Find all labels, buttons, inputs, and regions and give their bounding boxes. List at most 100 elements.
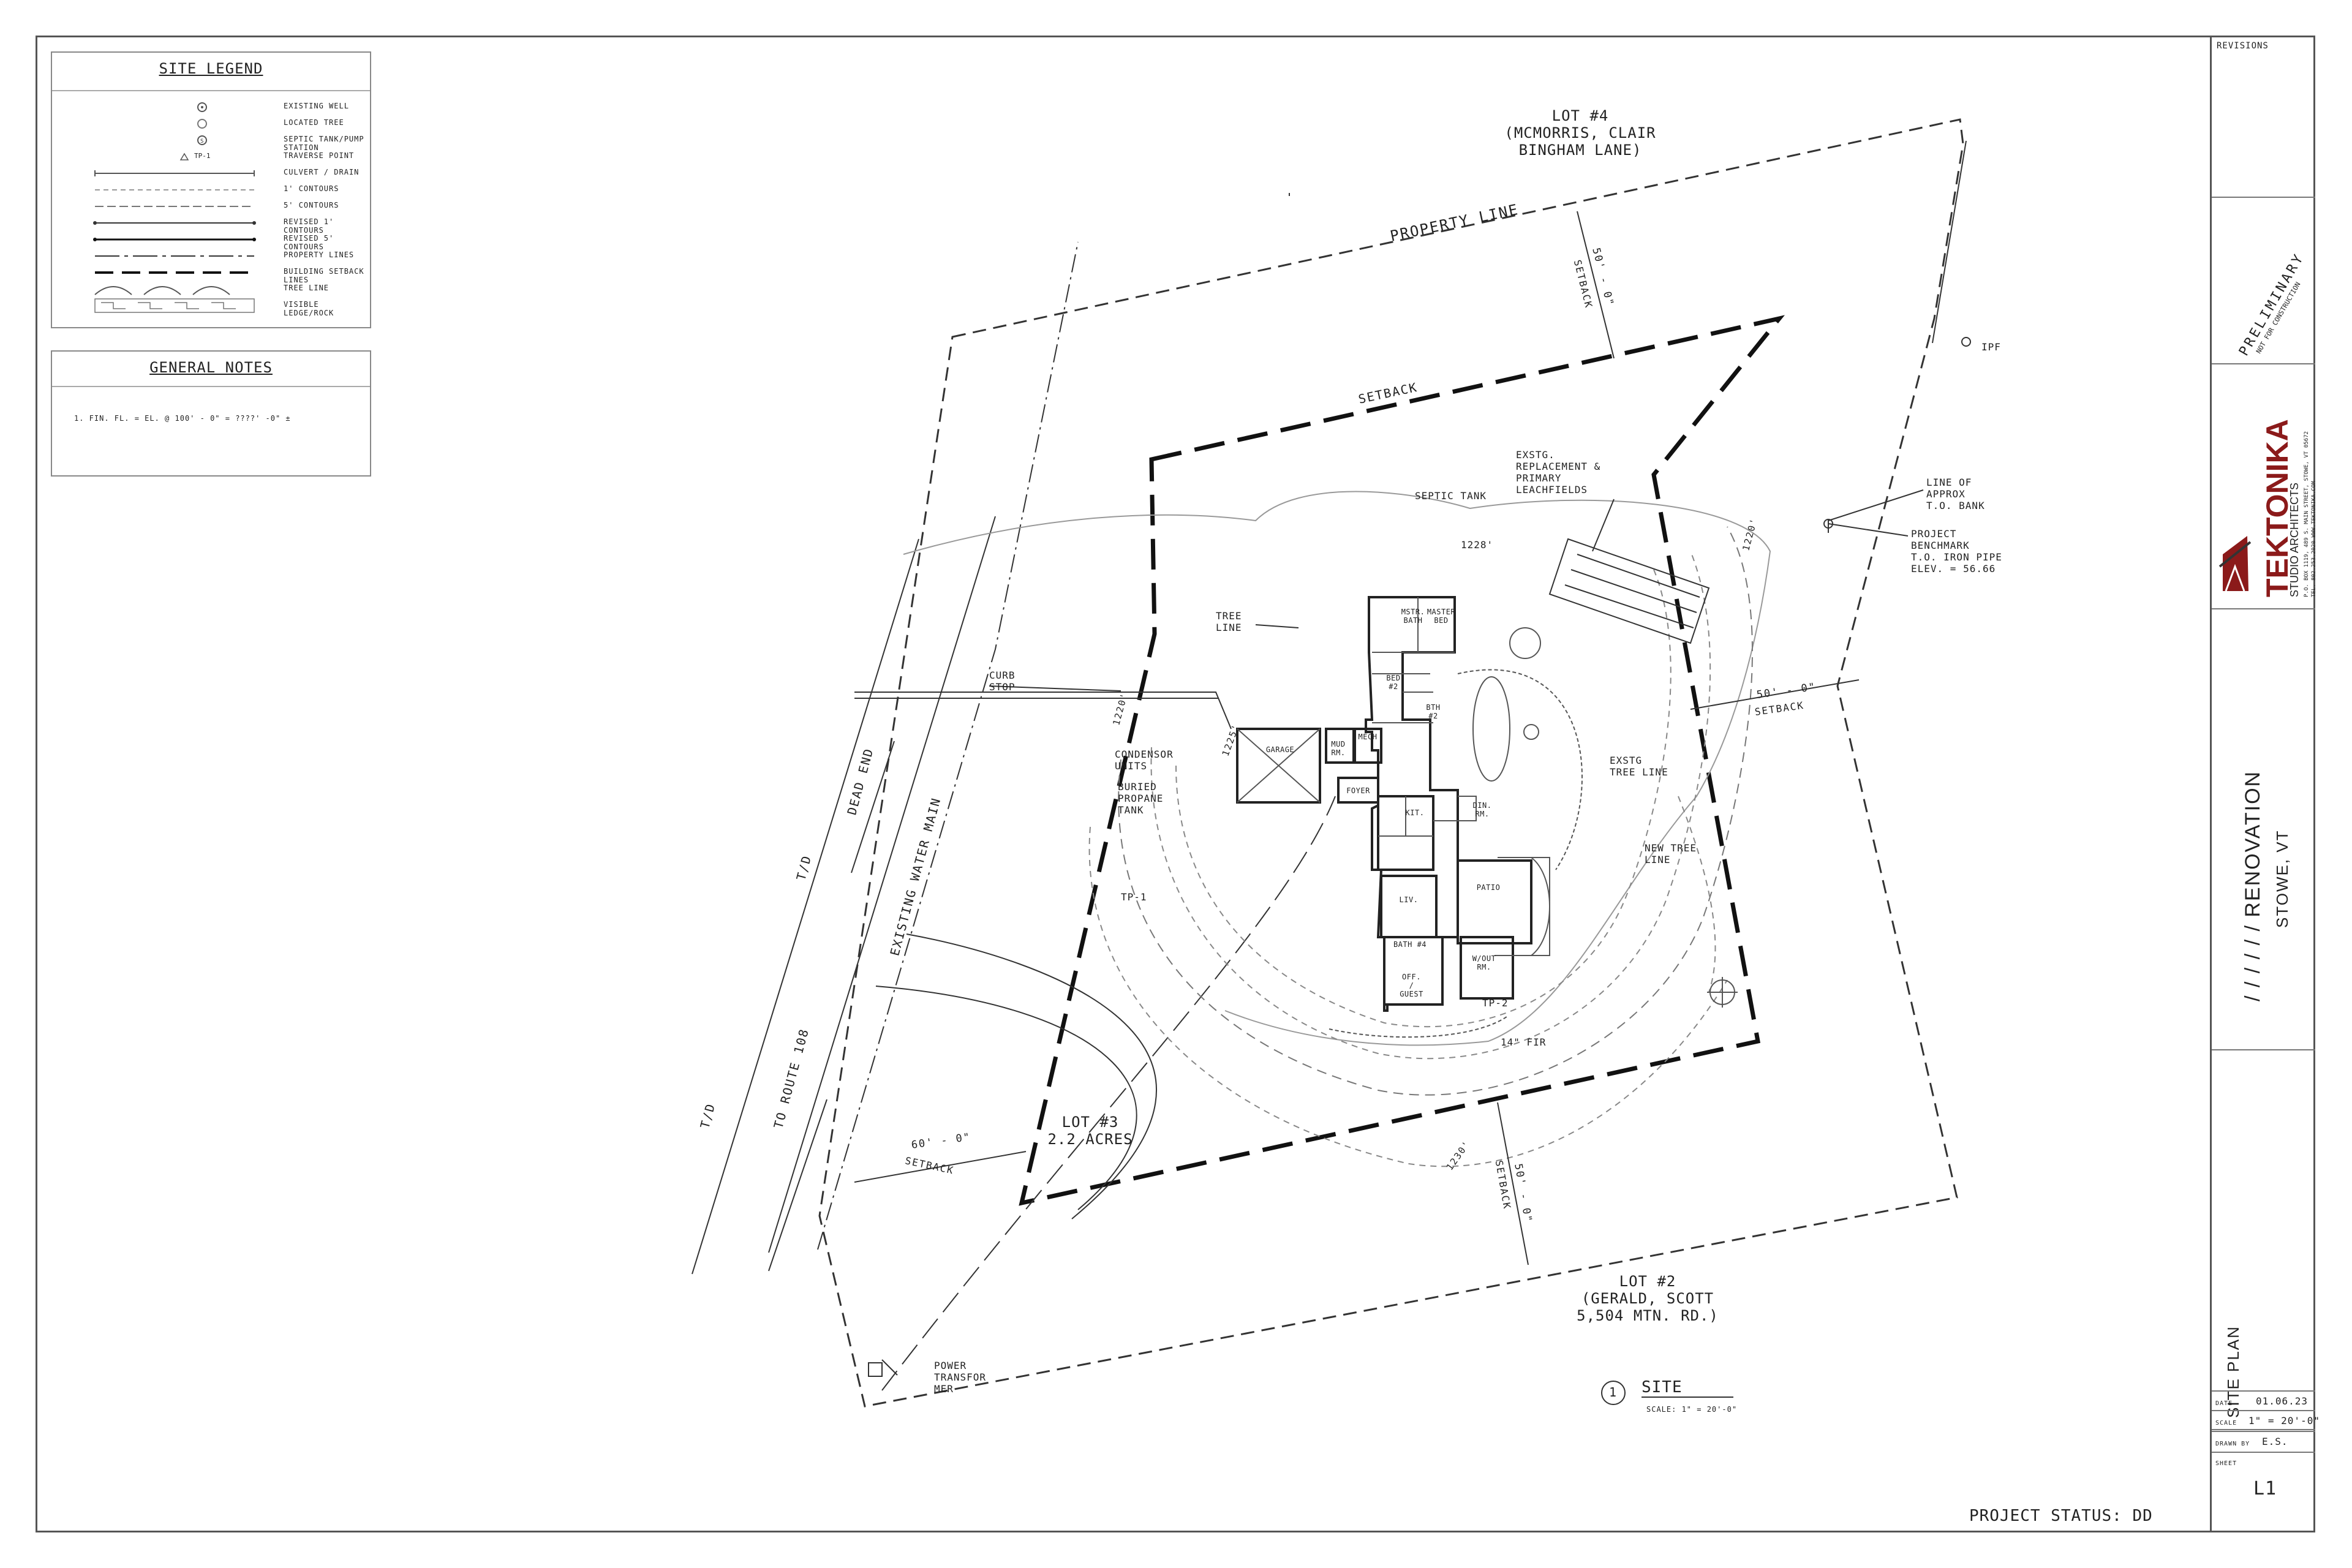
site-plan-drawing <box>692 118 1971 1408</box>
curb-stop-label: CURB STOP <box>989 669 1016 693</box>
legend-divider <box>52 90 370 91</box>
legend-item-label: REVISED 5' CONTOURS <box>284 234 334 251</box>
tree-line <box>903 491 1771 1046</box>
driveway <box>875 986 1137 1210</box>
sheet-border <box>36 36 2315 1532</box>
legend-item: S SEPTIC TANK/PUMP STATION <box>52 132 370 152</box>
leach-line-1: EXSTG. <box>1516 449 1555 461</box>
road-edge <box>768 516 996 1253</box>
site-tag-scale: SCALE: 1" = 20'-0" <box>1646 1405 1738 1414</box>
legend-symbol <box>89 215 260 232</box>
condenser-line-2: UNITS <box>1115 760 1148 772</box>
legend-symbol <box>89 281 260 298</box>
new-tree-line-label: NEW TREE LINE <box>1645 842 1697 865</box>
preliminary-stamp: PRELIMINARY <box>2236 251 2308 359</box>
legend-item-label: EXISTING WELL <box>284 102 349 110</box>
date-label: DATE <box>2215 1400 2233 1407</box>
leachfields-label: EXSTG. REPLACEMENT & PRIMARY LEACHFIELDS <box>1516 449 1600 496</box>
legend-item-label: PROPERTY LINES <box>284 251 355 259</box>
bank-line-2: APPROX <box>1926 488 1966 500</box>
landscape-elements <box>1329 627 1583 1038</box>
scale-row: SCALE 1" = 20'-0" <box>2212 1411 2320 1432</box>
site-legend: SITE LEGEND EXISTING WELL LOCATED TREE S SE… <box>51 51 371 328</box>
project-title: / / / / / / RENOVATION <box>2241 770 2264 1001</box>
setback-dimension <box>1690 679 1860 710</box>
legend-item-label: TREE LINE <box>284 284 330 292</box>
leader-line <box>1592 499 1615 552</box>
firm-cell: TEKTONIKA STUDIO ARCHITECTS P.O. BOX 111… <box>2212 364 2317 609</box>
legend-symbol <box>89 165 260 182</box>
benchmark-line-1: PROJECT <box>1911 528 1957 540</box>
room-mstr-bath: MSTR. BATH <box>1401 608 1425 625</box>
legend-item: TREE LINE <box>52 281 370 298</box>
drawn-value: E.S. <box>2262 1436 2288 1447</box>
electric-line <box>881 796 1336 1391</box>
bank-line-3: T.O. BANK <box>1926 500 1985 511</box>
leach-line-2: REPLACEMENT & <box>1516 461 1601 472</box>
septic-icon: S <box>197 135 207 145</box>
legend-symbol: TP-1 <box>89 149 260 165</box>
firm-logo-icon <box>2218 536 2252 592</box>
room-bed2: BED #2 <box>1386 674 1401 691</box>
tree-line-label: TREE LINE <box>1216 610 1242 633</box>
lot4-owner: (MCMORRIS, CLAIR <box>1504 124 1656 141</box>
contour-line <box>1175 569 1672 1028</box>
project-cell: / / / / / / RENOVATION STOWE, VT <box>2212 609 2315 1050</box>
contour-line <box>1118 526 1753 1096</box>
benchmark-marker <box>1823 519 1833 529</box>
stamp-text: PRELIMINARY <box>2236 250 2308 359</box>
contour-line <box>1150 551 1711 1060</box>
lot2-owner: (GERALD, SCOTT <box>1581 1290 1714 1307</box>
fire-pit <box>1523 724 1539 740</box>
road-arrow <box>768 1099 827 1272</box>
traverse-icon <box>179 153 189 160</box>
lot4-road: BINGHAM LANE) <box>1518 141 1642 159</box>
room-foyer: FOYER <box>1346 786 1370 795</box>
water-main <box>817 241 1079 1250</box>
propane-line-2: PROPANE <box>1118 793 1164 804</box>
site-tag-title: SITE <box>1642 1378 1733 1398</box>
patio-wall <box>1494 857 1550 956</box>
room-bath4: BATH #4 <box>1393 940 1427 949</box>
new-tree-line-1: NEW TREE <box>1645 842 1697 854</box>
tp2-label: TP-2 <box>1482 997 1509 1009</box>
legend-item-label: REVISED 1' CONTOURS <box>284 217 334 235</box>
room-patio: PATIO <box>1476 883 1501 892</box>
tree-icon <box>197 119 207 129</box>
legend-symbol <box>89 182 260 198</box>
lot3-label: LOT #3 2.2 ACRES <box>1041 1114 1139 1148</box>
north-arrow-cross <box>1707 977 1738 1008</box>
svg-text:S: S <box>200 138 203 145</box>
title-block: REVISIONS PRELIMINARY NOT FOR CONSTRUCTI… <box>2210 36 2320 1532</box>
legend-item: VISIBLE LEDGE/ROCK <box>52 298 370 317</box>
legend-title: SITE LEGEND <box>159 60 263 77</box>
scale-label: SCALE <box>2215 1420 2237 1427</box>
leader-line <box>1932 140 1967 344</box>
lot2-road: 5,504 MTN. RD.) <box>1577 1307 1719 1324</box>
firm-contact: TEL. 802.253.2020 WWW.TEKTONIKA.COM <box>2311 481 2317 597</box>
tree-line-2: LINE <box>1216 622 1242 633</box>
propane-line-3: TANK <box>1118 804 1144 816</box>
pool <box>1472 676 1510 782</box>
firm-subtitle: STUDIO ARCHITECTS <box>2288 482 2301 597</box>
room-mud: MUD RM. <box>1331 740 1346 757</box>
legend-item-label: LOCATED TREE <box>284 118 344 127</box>
curb-line-1: CURB <box>989 669 1016 681</box>
notes-title: GENERAL NOTES <box>149 359 273 376</box>
legend-item: 1' CONTOURS <box>52 182 370 198</box>
setback-dimension <box>1577 211 1615 359</box>
transformer-marker <box>868 1362 883 1377</box>
contour-5-line-icon <box>95 206 254 207</box>
house-interior-lines <box>1237 597 1477 837</box>
legend-item-label: SEPTIC TANK/PUMP STATION <box>284 135 364 152</box>
fir-label: 14" FIR <box>1501 1036 1547 1048</box>
legend-item: BUILDING SETBACK LINES <box>52 265 370 284</box>
date-value: 01.06.23 <box>2256 1395 2309 1407</box>
driveway <box>906 933 1157 1219</box>
project-location: STOWE, VT <box>2273 829 2291 928</box>
power-transformer-label: POWER TRANSFOR MER <box>934 1360 986 1395</box>
leader-line <box>1828 489 1924 533</box>
drawn-row: DRAWN BY E.S. <box>2212 1432 2315 1453</box>
lot4-title: LOT #4 <box>1551 107 1609 124</box>
